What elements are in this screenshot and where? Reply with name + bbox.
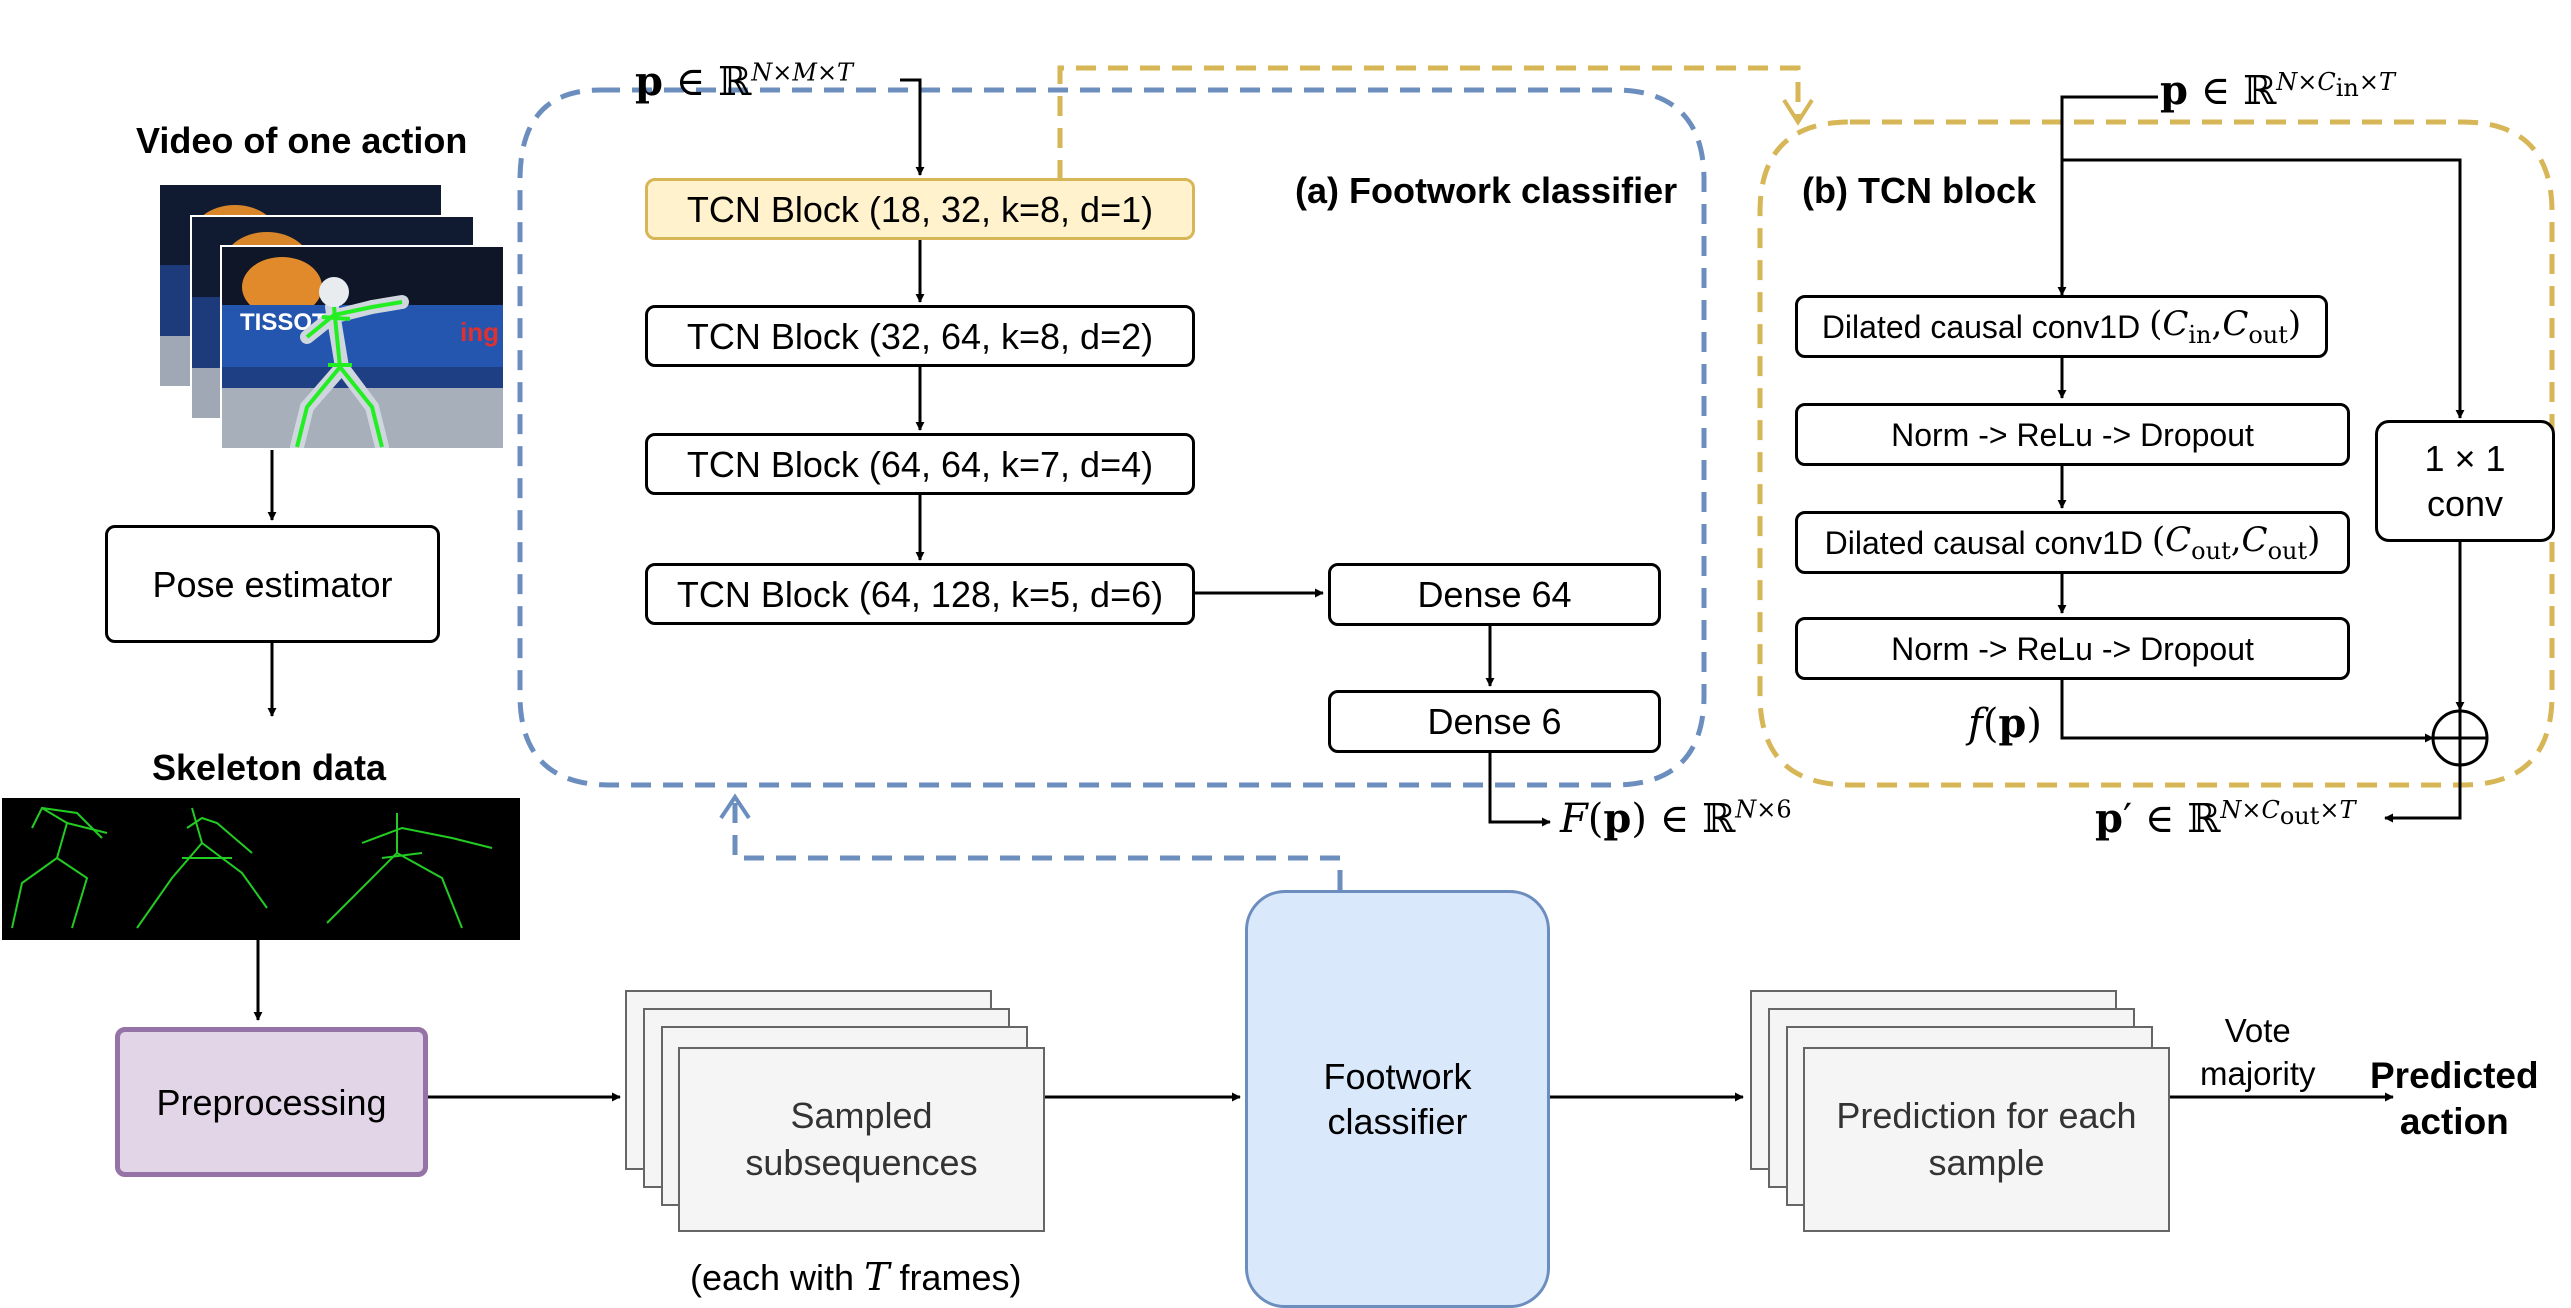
arrow-norm2-sum	[2060, 680, 2434, 743]
panel-b-output-label: p′ ∈ ℝN×Cout×T	[2095, 795, 2356, 842]
arrow-dense6-output	[1488, 753, 1551, 827]
vote-line2: majority	[2200, 1054, 2316, 1092]
classifier-line2: classifier	[1327, 1101, 1468, 1142]
dilated-conv-1-box: Dilated causal conv1D (Cin,Cout)	[1795, 295, 2328, 358]
arrow-input-b	[2057, 95, 2158, 296]
vote-line1: Vote	[2224, 1012, 2291, 1049]
classifier-line1: Footwork	[1323, 1056, 1472, 1097]
panel-a-border	[517, 87, 1707, 788]
video-logo-partial: ing	[460, 317, 499, 347]
caption-variable: T	[864, 1255, 890, 1299]
sampled-subsequences-box: Sampled subsequences	[678, 1047, 1045, 1232]
panel-b-input-label: p ∈ ℝN×Cin×T	[2160, 67, 2395, 114]
blue-link-head	[719, 793, 751, 820]
res-line2: conv	[2426, 483, 2504, 524]
gold-link-head	[1782, 98, 1814, 126]
sum-node	[2431, 709, 2489, 767]
prediction-box: Prediction for each sample	[1803, 1047, 2170, 1232]
conv1-args: (Cin,Cout)	[2149, 304, 2302, 349]
predicted-action-label: Predicted action	[2370, 1053, 2539, 1146]
norm-relu-dropout-1-box: Norm -> ReLu -> Dropout	[1795, 403, 2350, 466]
arrow-input-a	[900, 78, 925, 176]
skeleton-title: Skeleton data	[152, 747, 387, 788]
dense-64-box: Dense 64	[1328, 563, 1661, 626]
fencer-figure	[290, 277, 409, 448]
skeleton-poses	[11, 806, 493, 929]
sampled-line2: subsequences	[745, 1141, 978, 1183]
preprocessing-box: Preprocessing	[115, 1027, 428, 1177]
sampled-line1: Sampled	[790, 1094, 933, 1136]
caption-prefix: (each with	[690, 1257, 865, 1298]
res-line1: 1 × 1	[2424, 438, 2506, 479]
panel-a-output-label: F(p) ∈ ℝN×6	[1560, 795, 1792, 842]
sampled-caption: (each with T frames)	[690, 1255, 1021, 1299]
tcn-block-4: TCN Block (64, 128, k=5, d=6)	[645, 563, 1195, 625]
skeleton-image	[2, 798, 520, 940]
f-of-p-label: f(p)	[1968, 700, 2042, 747]
video-title: Video of one action	[136, 120, 468, 161]
panel-a-title: (a) Footwork classifier	[1295, 170, 1678, 211]
caption-suffix: frames)	[889, 1257, 1022, 1298]
prediction-line1: Prediction for each	[1836, 1094, 2137, 1136]
panel-b-border	[1757, 119, 2555, 788]
dashed-panel-footwork	[517, 87, 1707, 788]
tcn-block-1: TCN Block (18, 32, k=8, d=1)	[645, 178, 1195, 240]
dilated-conv-2-box: Dilated causal conv1D (Cout,Cout)	[1795, 511, 2350, 574]
predicted-line2: action	[2399, 1101, 2509, 1143]
conv2-args: (Cout,Cout)	[2151, 520, 2321, 565]
prediction-line2: sample	[1928, 1141, 2045, 1183]
video-frame-front: TISSOT ing	[220, 245, 505, 450]
arrow-sum-output	[2384, 766, 2462, 823]
panel-b-title: (b) TCN block	[1802, 170, 2036, 211]
vote-majority-label: Vote majority	[2200, 1010, 2316, 1096]
norm-relu-dropout-2-box: Norm -> ReLu -> Dropout	[1795, 617, 2350, 680]
dashed-panel-tcn	[1757, 119, 2555, 788]
dense-6-box: Dense 6	[1328, 690, 1661, 753]
tcn-block-3: TCN Block (64, 64, k=7, d=4)	[645, 433, 1195, 495]
conv2-text: Dilated causal conv1D	[1824, 524, 2143, 561]
panel-a-input-label: p ∈ ℝN×M×T	[635, 58, 854, 105]
arrow-residual	[2062, 158, 2465, 419]
tcn-block-2: TCN Block (32, 64, k=8, d=2)	[645, 305, 1195, 367]
blue-link	[732, 797, 1343, 890]
gold-link	[1057, 65, 1801, 180]
conv1-text: Dilated causal conv1D	[1821, 308, 2141, 345]
predicted-line1: Predicted	[2370, 1055, 2539, 1096]
pose-estimator-box: Pose estimator	[105, 525, 440, 643]
